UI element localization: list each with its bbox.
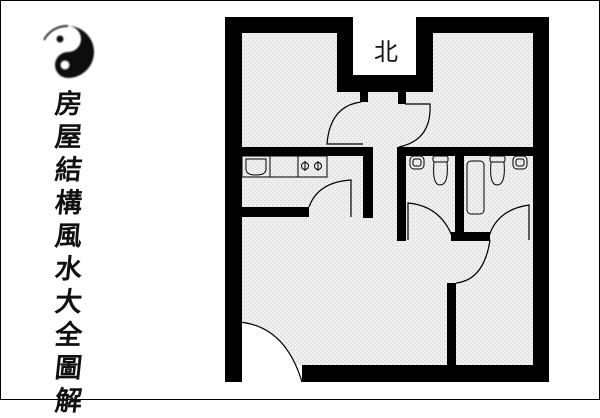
bath-sink-left xyxy=(409,155,425,170)
upper-left-door xyxy=(326,101,363,145)
bathtub xyxy=(466,160,485,215)
entrance-door xyxy=(238,321,303,383)
bathroom-right-door xyxy=(487,204,530,241)
bathroom-fixtures xyxy=(409,155,528,215)
toilet-left xyxy=(433,161,448,186)
stove-burners xyxy=(301,161,322,171)
upper-right-door xyxy=(398,103,431,148)
kitchen-counter xyxy=(241,155,328,178)
floor-plan xyxy=(225,17,549,383)
kitchen-sink xyxy=(245,158,267,176)
toilet-right xyxy=(490,161,505,186)
lower-right-door xyxy=(455,239,491,284)
kitchen-door xyxy=(308,179,352,217)
door-swings xyxy=(238,101,530,383)
yin-yang-icon xyxy=(43,24,94,78)
walls xyxy=(225,17,549,382)
bathroom-left-door xyxy=(407,202,453,240)
bath-sink-right xyxy=(512,155,528,170)
north-label: 北 xyxy=(374,38,398,66)
